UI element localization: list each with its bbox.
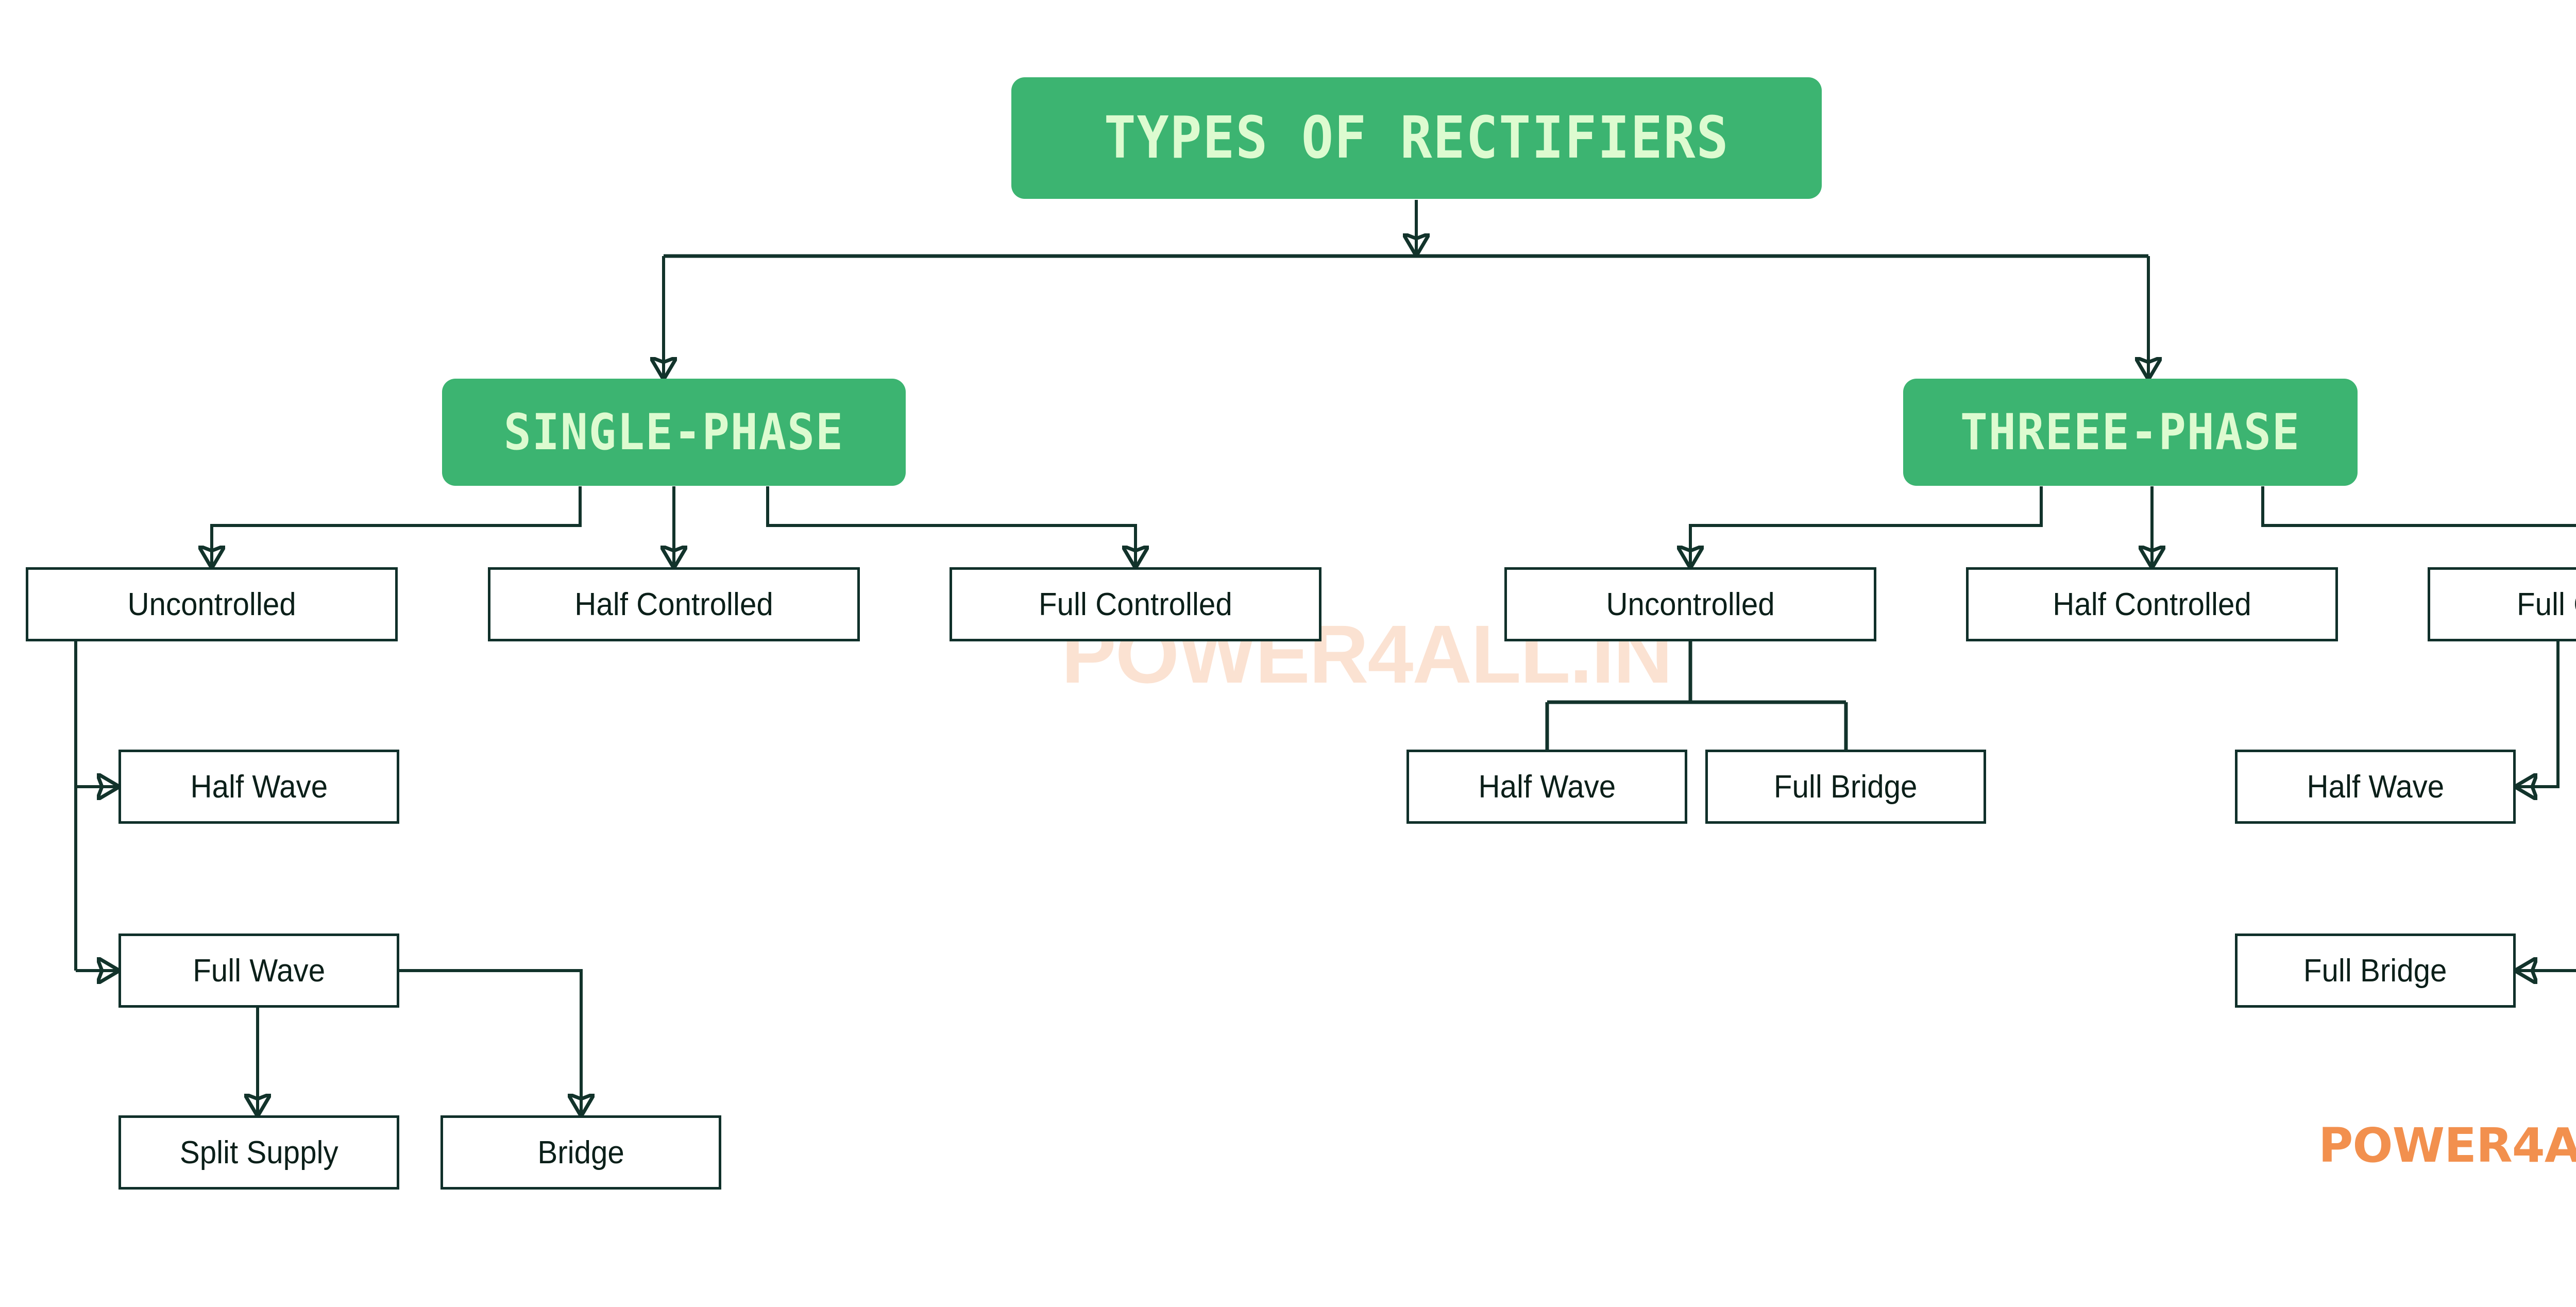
node-label: Half Controlled bbox=[2053, 586, 2251, 622]
node-single-phase-uncontrolled[interactable]: Uncontrolled bbox=[26, 567, 398, 641]
node-sp-full-wave[interactable]: Full Wave bbox=[118, 933, 399, 1008]
node-label: Half Wave bbox=[2307, 769, 2444, 805]
node-tp-full-bridge[interactable]: Full Bridge bbox=[1705, 750, 1986, 824]
node-label: SINGLE-PHASE bbox=[503, 403, 844, 461]
node-label: Full Wave bbox=[193, 953, 325, 989]
node-types-of-rectifiers[interactable]: TYPES OF RECTIFIERS bbox=[1011, 77, 1822, 199]
node-single-phase[interactable]: SINGLE-PHASE bbox=[442, 379, 906, 486]
node-sp-bridge[interactable]: Bridge bbox=[440, 1115, 721, 1190]
node-label: Bridge bbox=[537, 1134, 624, 1170]
node-label: Split Supply bbox=[179, 1134, 338, 1170]
node-three-phase-full-controlled[interactable]: Full Controlled bbox=[2428, 567, 2576, 641]
node-tp-half-wave[interactable]: Half Wave bbox=[1406, 750, 1687, 824]
node-label: Full Bridge bbox=[1774, 769, 1918, 805]
node-sp-split-supply[interactable]: Split Supply bbox=[118, 1115, 399, 1190]
node-three-phase[interactable]: THREEE-PHASE bbox=[1903, 379, 2358, 486]
node-label: Full Controlled bbox=[2517, 586, 2576, 622]
node-label: Half Controlled bbox=[574, 586, 773, 622]
node-label: Full Bridge bbox=[2303, 953, 2447, 989]
node-three-phase-uncontrolled[interactable]: Uncontrolled bbox=[1504, 567, 1876, 641]
node-sp-half-wave[interactable]: Half Wave bbox=[118, 750, 399, 824]
node-label: TYPES OF RECTIFIERS bbox=[1104, 105, 1730, 172]
node-tp-full-controlled-full-bridge[interactable]: Full Bridge bbox=[2235, 933, 2516, 1008]
node-single-phase-full-controlled[interactable]: Full Controlled bbox=[950, 567, 1321, 641]
node-label: Uncontrolled bbox=[1606, 586, 1775, 622]
brand-logo: POWER4ALL.IN bbox=[2318, 1118, 2576, 1173]
node-single-phase-half-controlled[interactable]: Half Controlled bbox=[488, 567, 860, 641]
node-label: Half Wave bbox=[1478, 769, 1616, 805]
node-label: THREEE-PHASE bbox=[1960, 403, 2301, 461]
node-label: Uncontrolled bbox=[127, 586, 296, 622]
node-label: Half Wave bbox=[190, 769, 328, 805]
node-label: Full Controlled bbox=[1039, 586, 1232, 622]
node-tp-full-controlled-half-wave[interactable]: Half Wave bbox=[2235, 750, 2516, 824]
node-three-phase-half-controlled[interactable]: Half Controlled bbox=[1966, 567, 2338, 641]
